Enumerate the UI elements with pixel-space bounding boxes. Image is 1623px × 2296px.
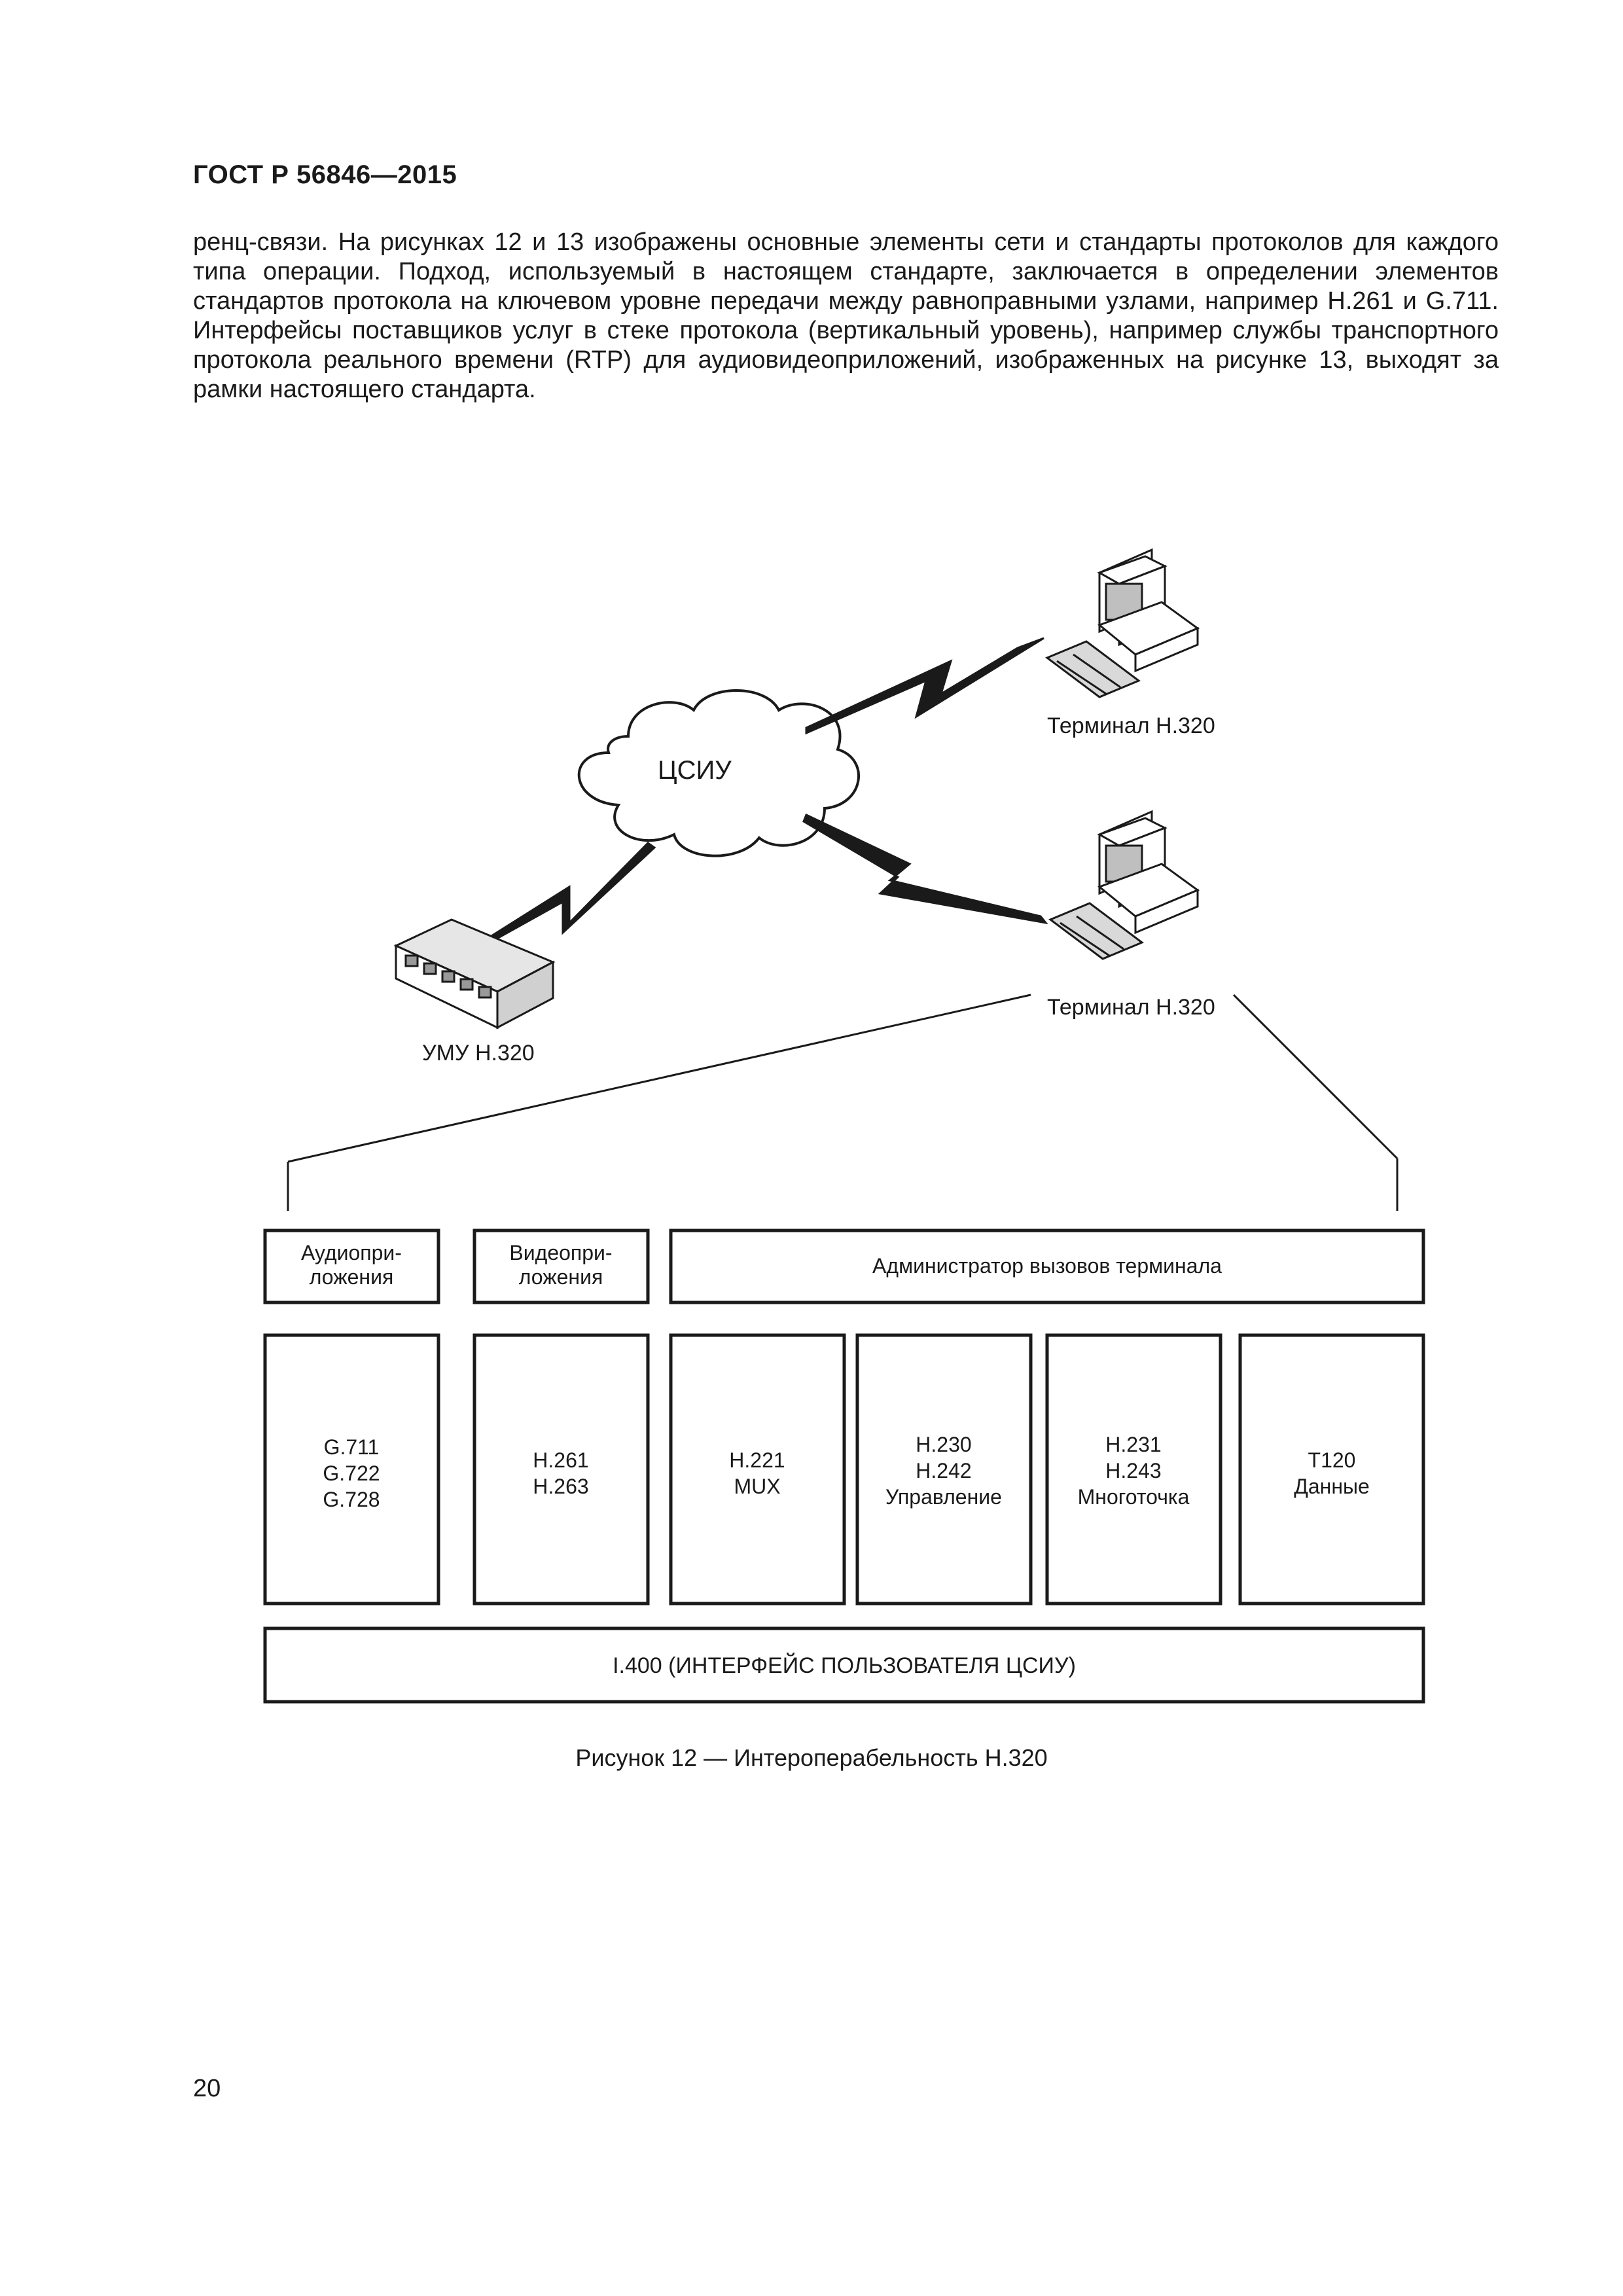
video-codec-2: H.263 xyxy=(533,1475,588,1498)
audio-codecs-box xyxy=(263,1333,440,1605)
stack-bracket xyxy=(287,994,1399,1211)
computer-terminal-top-icon xyxy=(1045,548,1200,698)
terminal-bottom-label: Терминал H.320 xyxy=(1047,995,1215,1020)
audio-codec-2: G.722 xyxy=(323,1462,380,1485)
call-manager-label: Администратор вызовов терминала xyxy=(872,1254,1222,1278)
intro-paragraph: ренц-связи. На рисунках 12 и 13 изображе… xyxy=(193,228,1499,404)
audio-codec-1: G.711 xyxy=(324,1435,380,1459)
control-line-3: Управление xyxy=(885,1485,1002,1509)
computer-terminal-bottom-icon xyxy=(1048,810,1200,960)
intro-text: ренц-связи. На рисунках 12 и 13 изображе… xyxy=(193,228,1499,403)
link-top-terminal xyxy=(805,637,1044,735)
video-apps-label-1: Видеопри- xyxy=(509,1241,612,1265)
isdn-cloud: ЦСИУ xyxy=(577,689,861,857)
mcu-device-icon xyxy=(393,918,556,1030)
video-apps-label-2: ложения xyxy=(519,1265,603,1289)
video-codecs-box xyxy=(473,1333,650,1605)
mux-line-2: MUX xyxy=(734,1475,780,1498)
page-number: 20 xyxy=(193,2075,221,2102)
terminal-top-label: Терминал H.320 xyxy=(1047,713,1215,738)
audio-apps-label-2: ложения xyxy=(310,1265,394,1289)
multipoint-line-2: H.243 xyxy=(1105,1459,1161,1482)
control-box xyxy=(855,1333,1033,1605)
data-line-2: Данные xyxy=(1294,1475,1370,1498)
audio-codec-3: G.728 xyxy=(323,1488,380,1511)
multipoint-line-1: H.231 xyxy=(1105,1433,1161,1456)
audio-apps-label-1: Аудиопри- xyxy=(301,1241,402,1265)
control-line-1: H.230 xyxy=(916,1433,971,1456)
interface-box xyxy=(263,1626,1425,1704)
link-bottom-terminal xyxy=(802,813,1048,925)
mux-box xyxy=(669,1333,846,1605)
document-header: ГОСТ Р 56846—2015 xyxy=(193,160,457,189)
multipoint-box xyxy=(1045,1333,1222,1605)
figure-caption: Рисунок 12 — Интероперабельность H.320 xyxy=(575,1744,1048,1771)
multipoint-line-3: Многоточка xyxy=(1078,1485,1190,1509)
data-box xyxy=(1238,1333,1425,1605)
interface-label: I.400 (ИНТЕРФЕЙС ПОЛЬЗОВАТЕЛЯ ЦСИУ) xyxy=(613,1653,1076,1678)
link-mcu xyxy=(478,842,656,945)
audio-apps-box xyxy=(263,1229,440,1304)
video-codec-1: H.261 xyxy=(533,1448,588,1472)
call-manager-box xyxy=(669,1229,1425,1304)
mcu-label: УМУ H.320 xyxy=(422,1041,535,1066)
control-line-2: H.242 xyxy=(916,1459,971,1482)
mux-line-1: H.221 xyxy=(729,1448,785,1472)
data-line-1: T120 xyxy=(1308,1448,1356,1472)
video-apps-box xyxy=(473,1229,650,1304)
isdn-cloud-label: ЦСИУ xyxy=(658,756,732,785)
